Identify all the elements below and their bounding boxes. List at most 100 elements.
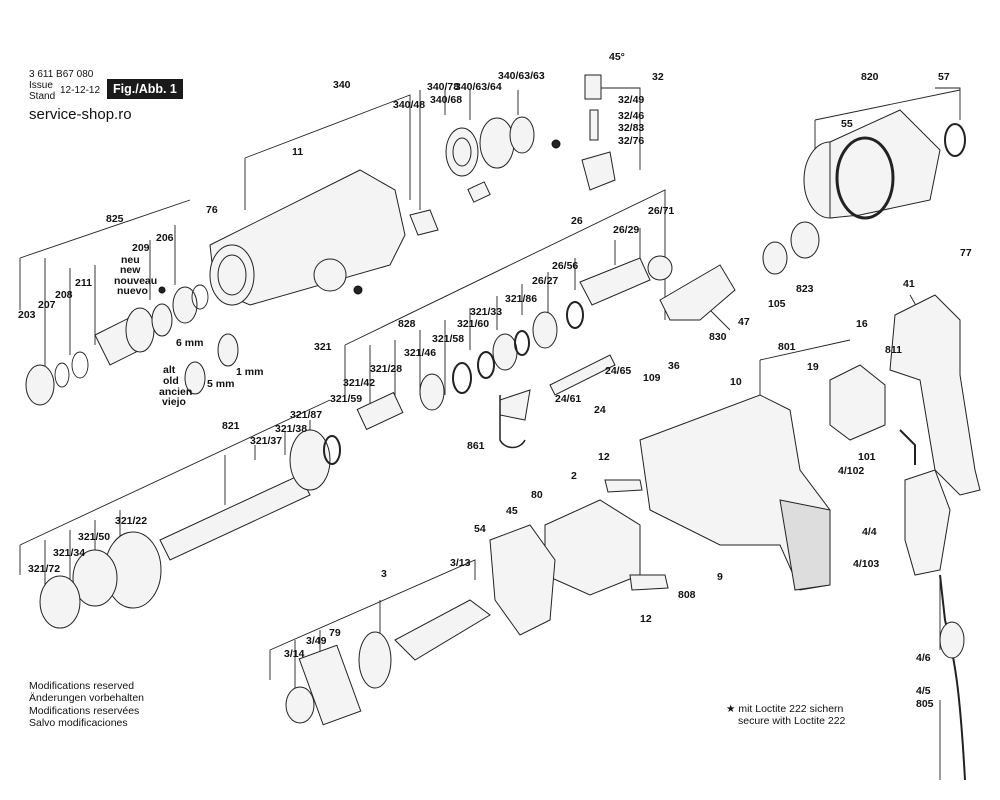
part-label-19: 19 xyxy=(807,361,819,373)
star-icon: ★ xyxy=(726,703,736,715)
part-label-new4: nuevo xyxy=(117,285,148,297)
modification-notes: Modifications reserved Änderungen vorbeh… xyxy=(29,680,144,729)
part-label-new1: neu xyxy=(121,254,140,266)
part-label-321-37: 321/37 xyxy=(250,435,282,447)
part-label-321-46: 321/46 xyxy=(404,347,436,359)
note-line: Modifications reserved xyxy=(29,680,135,692)
gear-housing-820 xyxy=(803,109,966,220)
doc-number: 3 611 B67 080 xyxy=(29,69,94,80)
part-label-old4: viejo xyxy=(162,396,186,408)
part-label-55: 55 xyxy=(841,118,853,130)
part-label-54: 54 xyxy=(474,523,486,535)
part-label-24-65: 24/65 xyxy=(605,365,631,377)
part-label-321-87: 321/87 xyxy=(290,409,322,421)
part-label-32: 32 xyxy=(652,71,664,83)
part-label-26-56: 26/56 xyxy=(552,260,578,272)
part-label-4-4: 4/4 xyxy=(862,526,877,538)
issue-label: Issue xyxy=(29,80,53,91)
part-label-32-76: 32/76 xyxy=(618,135,644,147)
part-label-823: 823 xyxy=(796,283,814,295)
gear-shaft-24 xyxy=(499,221,820,421)
baffle-45 xyxy=(489,524,556,636)
part-label-new3: nouveau xyxy=(114,275,157,287)
part-label-32-49: 32/49 xyxy=(618,94,644,106)
part-label-830: 830 xyxy=(709,331,727,343)
part-label-3-13: 3/13 xyxy=(450,557,471,569)
part-label-12b: 12 xyxy=(640,613,652,625)
part-label-16: 16 xyxy=(856,318,868,330)
part-label-340-68: 340/68 xyxy=(430,94,462,106)
part-label-6mm: 6 mm xyxy=(176,337,203,349)
part-label-45: 45 xyxy=(506,505,518,517)
part-label-77: 77 xyxy=(960,247,972,259)
part-label-321: 321 xyxy=(314,341,332,353)
brush-plate-801 xyxy=(829,364,886,441)
part-label-321-22: 321/22 xyxy=(115,515,147,527)
part-label-206: 206 xyxy=(156,232,174,244)
part-label-new2: new xyxy=(120,264,141,276)
part-label-821: 821 xyxy=(222,420,240,432)
brush-holder-32 xyxy=(551,74,616,191)
site-name[interactable]: service-shop.ro xyxy=(29,106,132,123)
part-label-36: 36 xyxy=(668,360,680,372)
part-label-47: 47 xyxy=(738,316,750,328)
part-label-32-83: 32/83 xyxy=(618,122,644,134)
part-label-4-103: 4/103 xyxy=(853,558,879,570)
part-label-45deg: 45° xyxy=(609,51,625,63)
part-label-3-49: 3/49 xyxy=(306,635,327,647)
housing-340 xyxy=(209,169,406,306)
part-label-old1: alt xyxy=(163,364,176,376)
part-label-79: 79 xyxy=(329,627,341,639)
striker-assembly-321 xyxy=(356,255,673,431)
part-label-4-102: 4/102 xyxy=(838,465,864,477)
loctite-line-2: secure with Loctite 222 xyxy=(738,715,846,728)
part-label-12a: 12 xyxy=(598,451,610,463)
part-label-321-86: 321/86 xyxy=(505,293,537,305)
part-label-3-14: 3/14 xyxy=(284,648,305,660)
stand-label: Stand xyxy=(29,91,56,102)
part-label-209: 209 xyxy=(132,242,150,254)
note-line: Änderungen vorbehalten xyxy=(29,692,145,705)
part-label-321-38: 321/38 xyxy=(275,423,307,435)
motor-housing-10 xyxy=(639,394,831,591)
part-label-828: 828 xyxy=(398,318,416,330)
part-label-321-28: 321/28 xyxy=(370,363,402,375)
part-label-321-60: 321/60 xyxy=(457,318,489,330)
part-label-203: 203 xyxy=(18,309,36,321)
part-label-208: 208 xyxy=(55,289,73,301)
part-label-109: 109 xyxy=(643,372,661,384)
part-label-321-72: 321/72 xyxy=(28,563,60,575)
armature-3 xyxy=(285,599,491,726)
part-label-340-78: 340/78 xyxy=(427,81,459,93)
part-label-321-34: 321/34 xyxy=(53,547,85,559)
part-label-26-27: 26/27 xyxy=(532,275,558,287)
part-label-3: 3 xyxy=(381,568,387,580)
part-label-57: 57 xyxy=(938,71,950,83)
part-label-4-6: 4/6 xyxy=(916,652,931,664)
part-label-861: 861 xyxy=(467,440,485,452)
part-label-2: 2 xyxy=(571,470,577,482)
switch-4 xyxy=(904,469,966,781)
part-label-26-71: 26/71 xyxy=(648,205,674,217)
part-label-321-42: 321/42 xyxy=(343,377,375,389)
seal-rings-340 xyxy=(445,116,535,177)
part-label-80: 80 xyxy=(531,489,543,501)
part-label-340-48: 340/48 xyxy=(393,99,425,111)
spindle-821 xyxy=(39,429,341,629)
part-label-321-50: 321/50 xyxy=(78,531,110,543)
issue-date: 12-12-12 xyxy=(60,85,101,96)
loctite-note: ★ mit Loctite 222 sichern secure with Lo… xyxy=(726,703,845,728)
part-label-808: 808 xyxy=(678,589,696,601)
part-label-old2: old xyxy=(163,375,179,387)
part-label-321-58: 321/58 xyxy=(432,333,464,345)
loctite-line-1: mit Loctite 222 sichern xyxy=(738,703,844,715)
part-label-26: 26 xyxy=(571,215,583,227)
part-label-340: 340 xyxy=(333,79,351,91)
part-label-76: 76 xyxy=(206,204,218,216)
part-label-805: 805 xyxy=(916,698,934,710)
chuck-825 xyxy=(25,284,239,406)
note-line: Salvo modificaciones xyxy=(29,716,128,729)
part-label-340-63-64: 340/63/64 xyxy=(455,81,502,93)
